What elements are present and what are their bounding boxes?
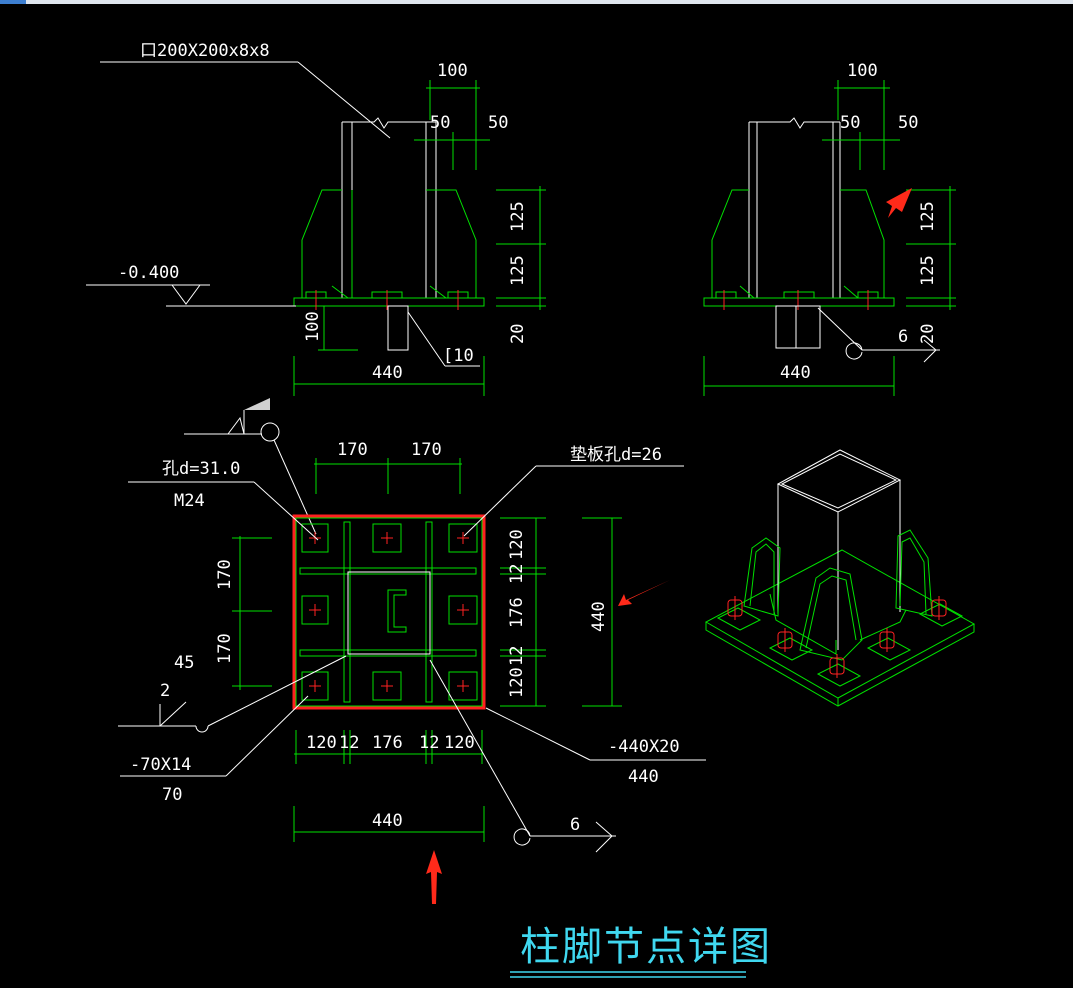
dim-stiffener-upper: 125 — [508, 201, 528, 232]
plan-view: 170 170 170 170 120 12 176 12 120 440 — [118, 398, 706, 904]
rib-plate-sub: 70 — [162, 785, 182, 805]
bolt-label: M24 — [174, 491, 205, 511]
weld-size-right: 6 — [898, 327, 908, 347]
shear-key-label: [10 — [443, 346, 474, 366]
dim-plate-thickness: 20 — [508, 324, 528, 344]
dim-bottom-total: 440 — [372, 811, 403, 831]
dim-width-right: 440 — [780, 363, 811, 383]
dim-right-2: 12 — [507, 564, 527, 584]
isometric-view — [704, 449, 976, 707]
highlight-frame — [292, 514, 486, 710]
dim-right-3: 176 — [507, 597, 527, 628]
rib-plate-label: -70X14 — [130, 755, 191, 775]
washer-label: 垫板孔d=26 — [570, 445, 662, 465]
base-plate-sub: 440 — [628, 767, 659, 787]
base-plate-label: -440X20 — [608, 737, 680, 757]
dim-half-a: 50 — [430, 113, 450, 133]
dim-depth: 100 — [303, 311, 323, 342]
weld-size-left: 2 — [160, 681, 170, 701]
dim-width: 440 — [372, 363, 403, 383]
dim-right-1: 120 — [507, 529, 527, 560]
dim-stiffener-lower: 125 — [508, 255, 528, 286]
red-arrow-right-icon — [618, 580, 670, 606]
drawing-title: 柱脚节点详图 — [520, 924, 772, 970]
elevation-view-right: 6 100 50 50 125 125 20 440 — [703, 61, 956, 396]
dim-top-a: 170 — [337, 440, 368, 460]
dim-right-5: 120 — [507, 667, 527, 698]
dim-half-a-right: 50 — [840, 113, 860, 133]
dim-right-total: 440 — [589, 601, 609, 632]
window-top-strip — [0, 0, 1073, 4]
dim-left-a: 170 — [215, 559, 235, 590]
drawing-title-block: 柱脚节点详图 — [510, 924, 772, 978]
dim-top-right: 100 — [847, 61, 878, 81]
dim-half-b-right: 50 — [898, 113, 918, 133]
dim-bottom-3: 176 — [372, 733, 403, 753]
dim-top-b: 170 — [411, 440, 442, 460]
anchor-bolts — [301, 523, 478, 701]
dim-top: 100 — [437, 61, 468, 81]
dim-stiffener-lower-right: 125 — [918, 255, 938, 286]
column-section-label: 口200X200x8x8 — [140, 41, 270, 61]
iso-bolts — [727, 596, 947, 678]
dim-bottom-4: 12 — [419, 733, 439, 753]
red-arrow-annotation-icon — [886, 188, 912, 218]
dim-right-4: 12 — [507, 646, 527, 666]
dim-half-b: 50 — [488, 113, 508, 133]
elevation-view-left: 口200X200x8x8 [10 -0.400 — [86, 41, 546, 396]
dim-plate-thickness-right: 20 — [918, 324, 938, 344]
dim-bottom-1: 120 — [306, 733, 337, 753]
level-label: -0.400 — [118, 263, 179, 283]
weld-size-bottom: 6 — [570, 815, 580, 835]
dim-bottom-5: 120 — [444, 733, 475, 753]
red-arrow-bottom-icon — [426, 850, 442, 904]
dim-bottom-2: 12 — [339, 733, 359, 753]
dim-stiffener-upper-right: 125 — [918, 201, 938, 232]
weld-angle: 45 — [174, 653, 194, 673]
window-tab[interactable] — [0, 0, 26, 4]
hole-label: 孔d=31.0 — [162, 459, 240, 479]
dim-left-b: 170 — [215, 633, 235, 664]
